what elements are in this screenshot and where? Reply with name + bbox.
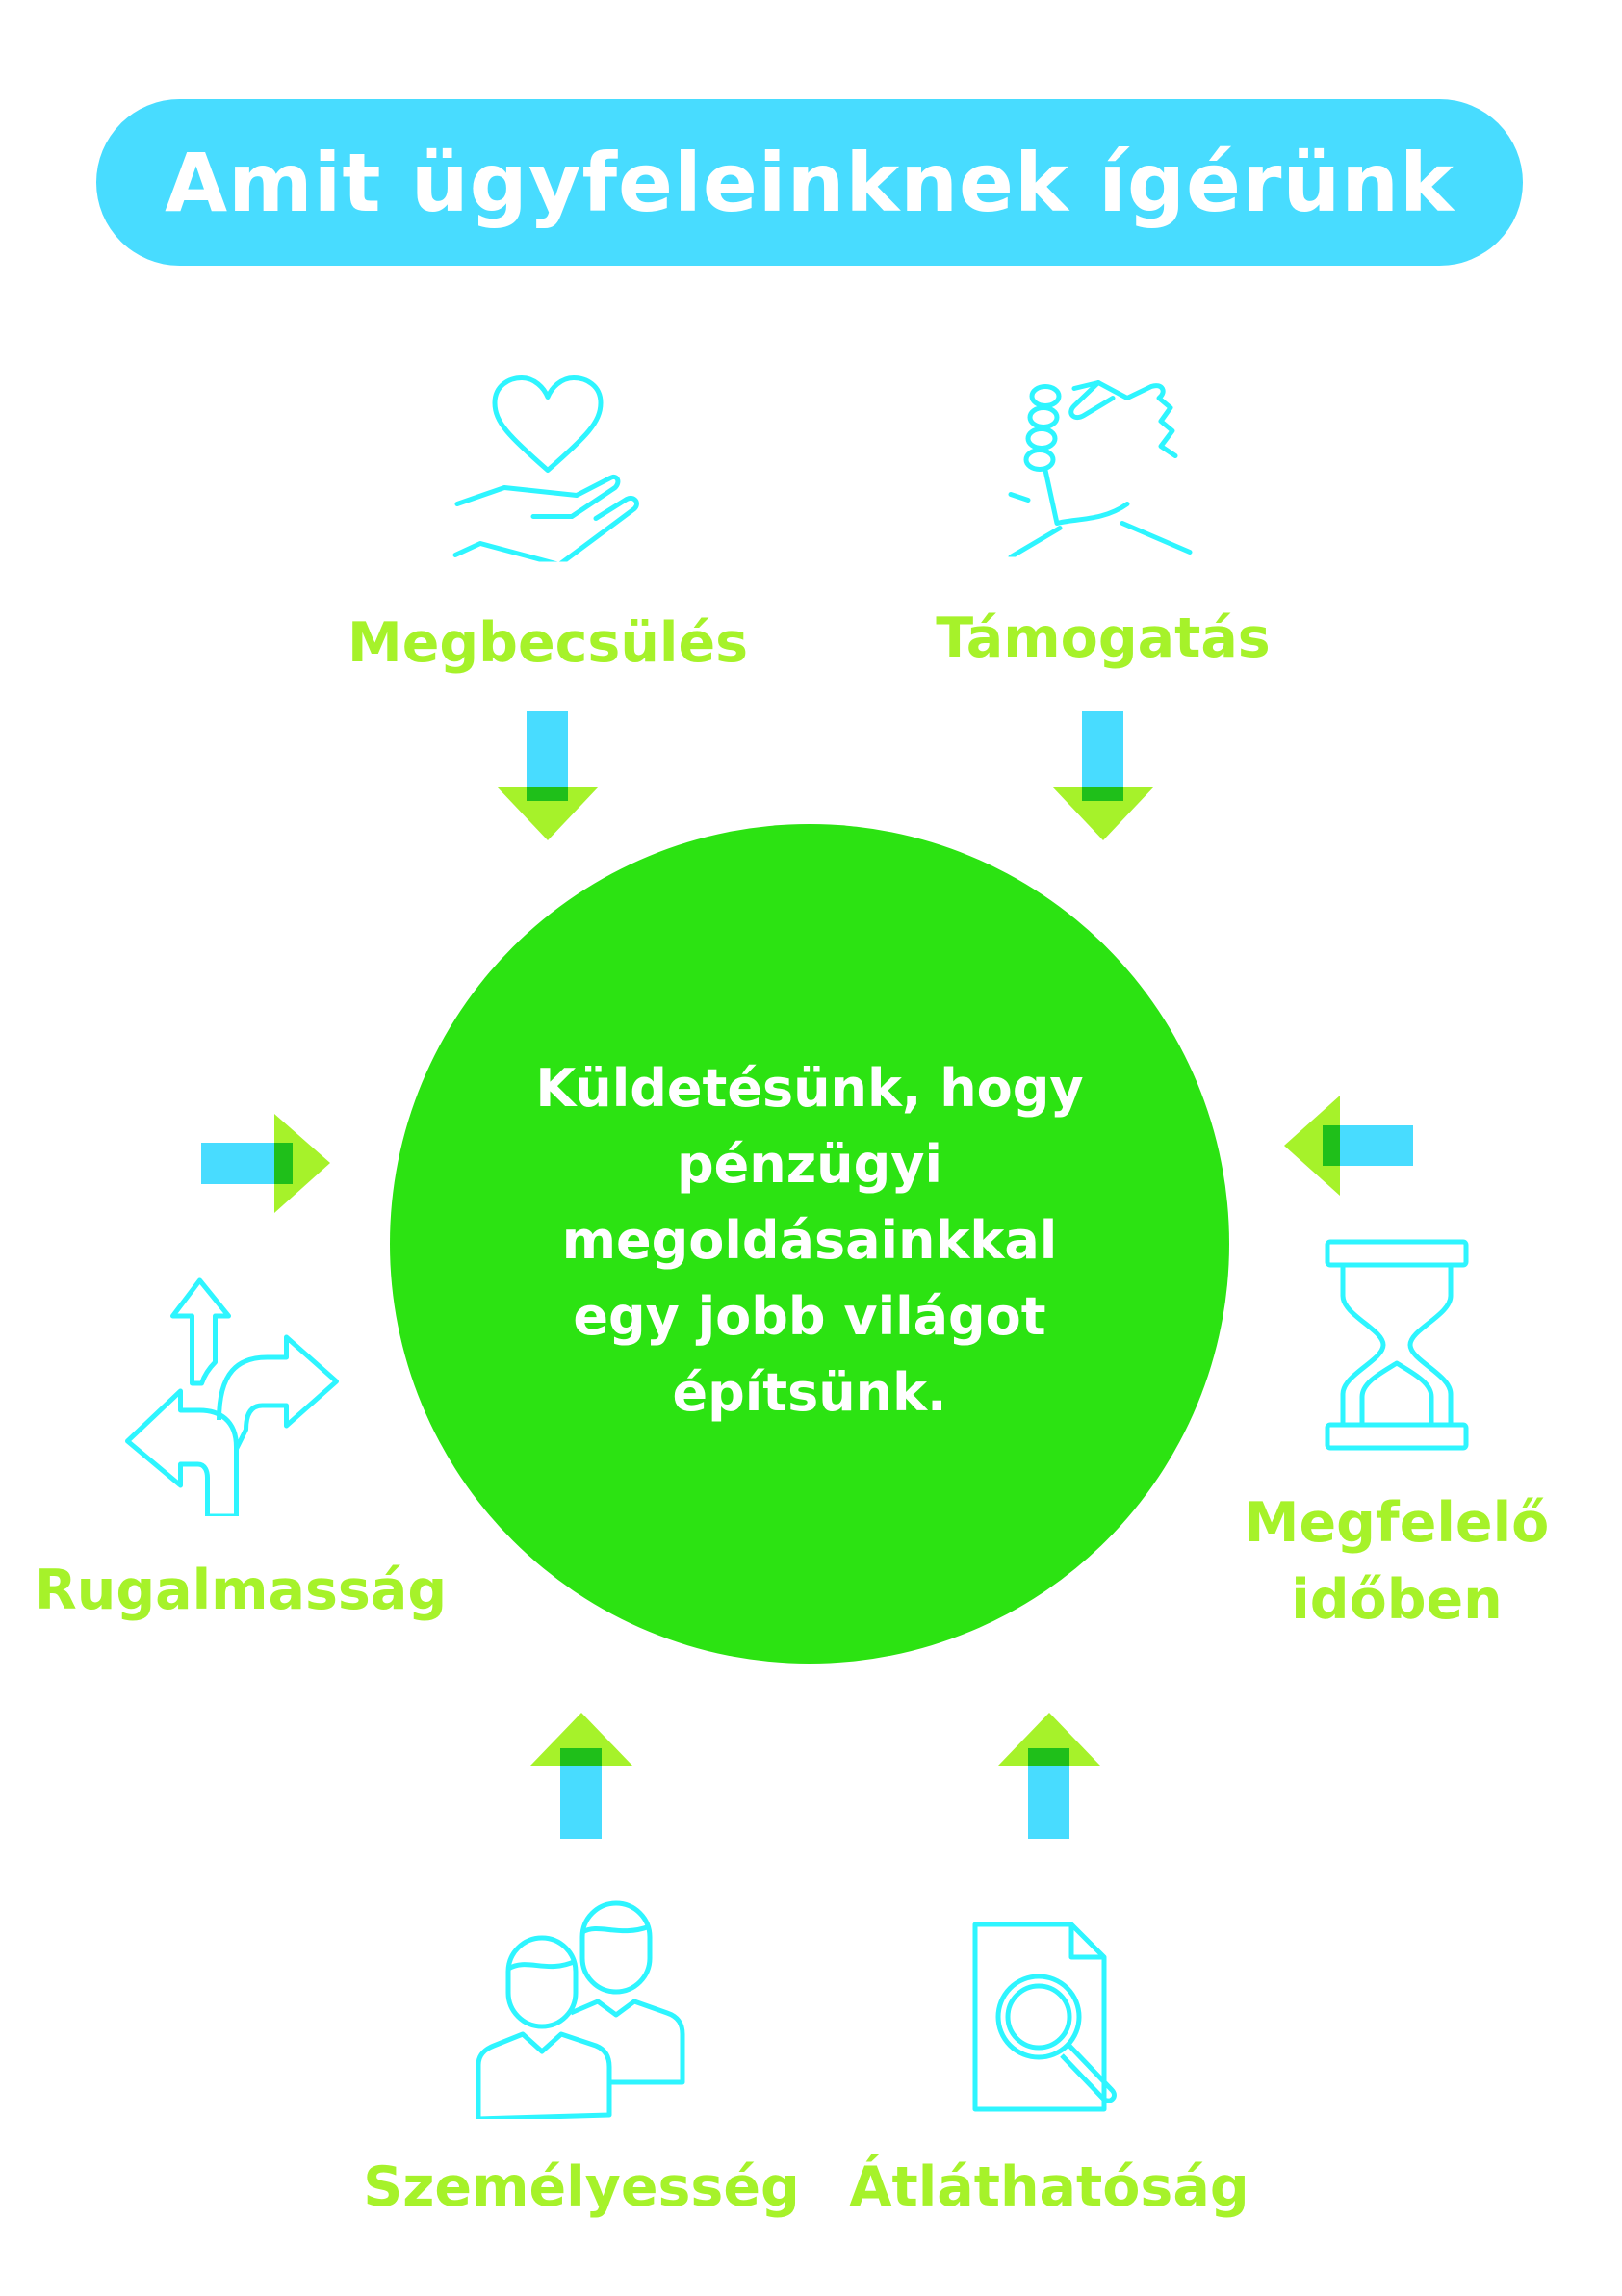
heart-in-hand-icon	[451, 374, 644, 562]
document-search-icon	[971, 1921, 1127, 2113]
arrow-up-icon	[530, 1713, 632, 1839]
value-label-atlathatosag: Átláthatóság	[849, 2155, 1249, 2219]
value-label-megbecsules: Megbecsülés	[347, 611, 749, 675]
value-label-megfelelo: Megfelelő	[1244, 1491, 1550, 1555]
arrow-down-icon	[1052, 711, 1154, 840]
handshake-icon	[1007, 379, 1199, 557]
hourglass-icon	[1324, 1238, 1470, 1452]
mission-line: pénzügyi	[677, 1134, 942, 1195]
arrow-left-icon	[1284, 1096, 1413, 1196]
mission-circle	[390, 824, 1229, 1664]
arrow-up-icon	[998, 1713, 1100, 1839]
mission-line: megoldásainkkal	[561, 1210, 1058, 1271]
value-label-szemelyesseg: Személyesség	[363, 2155, 800, 2219]
page-title: Amit ügyfeleinknek ígérünk	[165, 135, 1455, 230]
mission-line: építsünk.	[672, 1362, 947, 1423]
arrow-right-icon	[201, 1114, 330, 1213]
value-label-rugalmassag: Rugalmasság	[34, 1559, 448, 1622]
value-label-tamogatas: Támogatás	[936, 606, 1271, 670]
mission-text: Küldetésünk, hogy pénzügyi megoldásainkk…	[425, 1050, 1195, 1431]
arrow-down-icon	[497, 711, 599, 840]
people-icon	[475, 1899, 688, 2119]
split-arrows-icon	[123, 1276, 359, 1516]
mission-line: Küldetésünk, hogy	[535, 1058, 1084, 1119]
value-label-idoben: időben	[1291, 1568, 1503, 1632]
mission-line: egy jobb világot	[573, 1286, 1046, 1347]
title-banner: Amit ügyfeleinknek ígérünk	[96, 99, 1523, 266]
